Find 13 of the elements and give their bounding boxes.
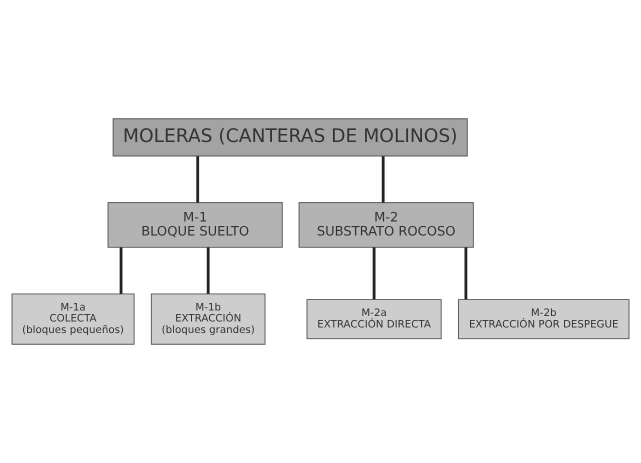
connector xyxy=(120,248,122,294)
connector xyxy=(372,248,376,300)
connector xyxy=(196,156,200,203)
node-box: M-2a EXTRACCIÓN DIRECTA xyxy=(306,299,442,340)
connector xyxy=(382,156,385,203)
node-box: M-1 BLOQUE SUELTO xyxy=(108,202,283,248)
node-box: M-1b EXTRACCIÓN (bloques grandes) xyxy=(150,293,266,345)
connector xyxy=(206,248,210,294)
connector xyxy=(464,248,468,300)
node-box: M-1a COLECTA (bloques pequeños) xyxy=(12,293,135,345)
node-box: M-2 SUBSTRATO ROCOSO xyxy=(298,202,474,248)
node-box: MOLERAS (CANTERAS DE MOLINOS) xyxy=(112,118,468,156)
node-box: M-2b EXTRACCIÓN POR DESPEGUE xyxy=(458,299,630,340)
